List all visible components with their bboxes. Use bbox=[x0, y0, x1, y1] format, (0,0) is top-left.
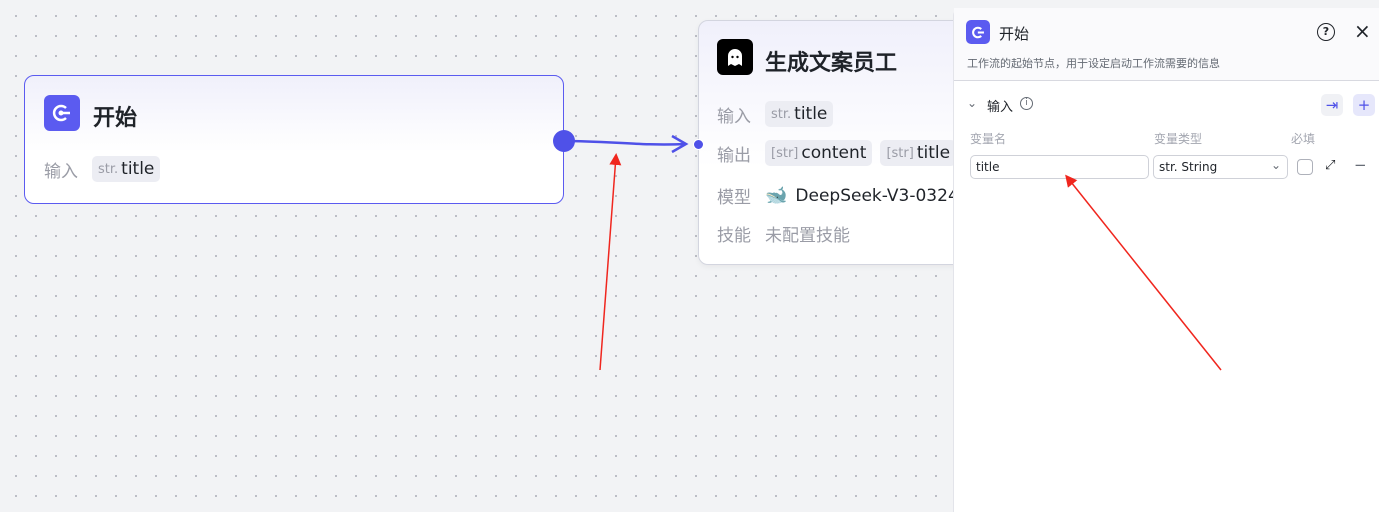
node-title: 生成文案员工 bbox=[765, 51, 898, 76]
edge-arrow-icon bbox=[671, 134, 689, 154]
input-tag: str.title bbox=[92, 156, 161, 182]
close-icon[interactable]: × bbox=[1354, 19, 1371, 43]
import-button[interactable]: ⇥ bbox=[1321, 94, 1343, 116]
variable-type-select[interactable]: str. String⌄ bbox=[1153, 155, 1288, 179]
node-title: 开始 bbox=[93, 106, 138, 131]
column-header-required: 必填 bbox=[1291, 132, 1316, 146]
connection-edge bbox=[563, 139, 687, 146]
skills-label: 技能 bbox=[717, 226, 751, 246]
start-icon bbox=[44, 95, 80, 131]
chevron-down-icon[interactable]: ⌄ bbox=[967, 96, 978, 110]
column-header-name: 变量名 bbox=[970, 132, 1007, 146]
start-icon bbox=[966, 20, 990, 44]
input-label: 输入 bbox=[44, 161, 78, 182]
section-title: 输入 bbox=[987, 100, 1014, 115]
output-label: 输出 bbox=[717, 145, 751, 166]
output-tag: [str]content bbox=[765, 140, 873, 166]
chevron-down-icon: ⌄ bbox=[1270, 158, 1281, 172]
panel-description: 工作流的起始节点，用于设定启动工作流需要的信息 bbox=[967, 57, 1220, 70]
llm-node[interactable]: 生成文案员工 输入 str.title 输出 [str]content [str]ti… bbox=[698, 20, 998, 265]
add-variable-button[interactable]: + bbox=[1353, 94, 1375, 116]
help-icon[interactable]: ? bbox=[1317, 23, 1335, 41]
deepseek-icon: 🐋 bbox=[765, 185, 788, 206]
skills-value: 未配置技能 bbox=[765, 226, 850, 246]
remove-variable-button[interactable]: − bbox=[1354, 156, 1367, 174]
model-name: DeepSeek-V3-0324 bbox=[795, 185, 959, 206]
start-node[interactable]: 开始 输入 str.title bbox=[24, 75, 564, 204]
info-icon[interactable]: i bbox=[1020, 97, 1033, 110]
required-checkbox[interactable] bbox=[1297, 159, 1313, 175]
node-settings-panel: 开始 ? × 工作流的起始节点，用于设定启动工作流需要的信息 ⌄ 输入 i ⇥ … bbox=[953, 8, 1379, 512]
input-label: 输入 bbox=[717, 106, 751, 127]
input-tag: str.title bbox=[765, 101, 834, 127]
ghost-icon bbox=[717, 39, 753, 75]
input-port[interactable] bbox=[693, 139, 704, 150]
column-header-type: 变量类型 bbox=[1154, 132, 1203, 146]
output-port[interactable] bbox=[553, 130, 575, 152]
expand-icon[interactable]: ⤢ bbox=[1325, 158, 1336, 173]
variable-name-input[interactable]: title bbox=[970, 155, 1149, 179]
panel-title: 开始 bbox=[999, 25, 1030, 43]
output-tag: [str]title bbox=[880, 140, 957, 166]
model-label: 模型 bbox=[717, 188, 751, 208]
